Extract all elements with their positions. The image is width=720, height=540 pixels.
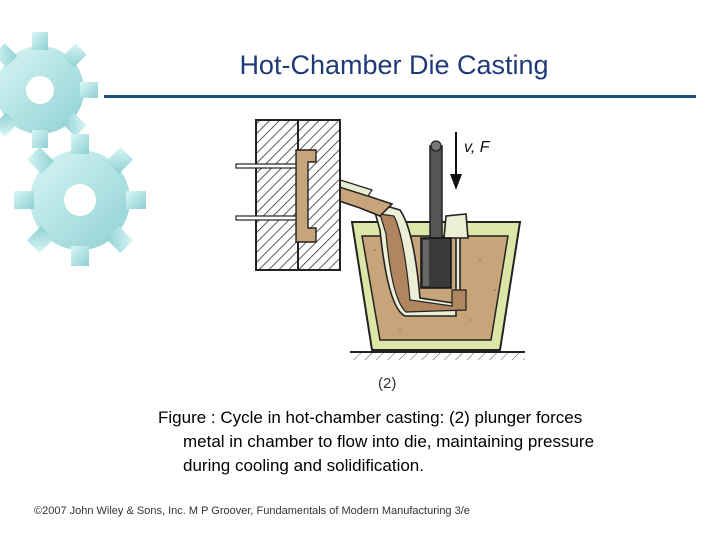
gear-icon [14, 134, 146, 266]
die-block [235, 119, 341, 271]
ground-base [350, 351, 525, 360]
caption-line-1: Figure : Cycle in hot‑chamber casting: (… [158, 408, 583, 427]
plunger [420, 140, 452, 289]
caption-line-3: during cooling and solidification. [183, 456, 424, 475]
force-arrow-icon [450, 132, 462, 190]
gear-decoration [0, 32, 146, 266]
die-casting-diagram: v, F (2) [235, 119, 525, 392]
slide-title: Hot-Chamber Die Casting [239, 50, 549, 80]
title-underline [104, 95, 696, 98]
figure-caption: Figure : Cycle in hot‑chamber casting: (… [158, 406, 688, 478]
gear-icon [0, 32, 98, 148]
force-label: v, F [464, 139, 491, 156]
step-label: (2) [378, 375, 396, 392]
caption-line-2: metal in chamber to flow into die, maint… [183, 432, 595, 451]
copyright-footer: ©2007 John Wiley & Sons, Inc. M P Groove… [34, 505, 470, 517]
chamber-metal [379, 213, 467, 313]
